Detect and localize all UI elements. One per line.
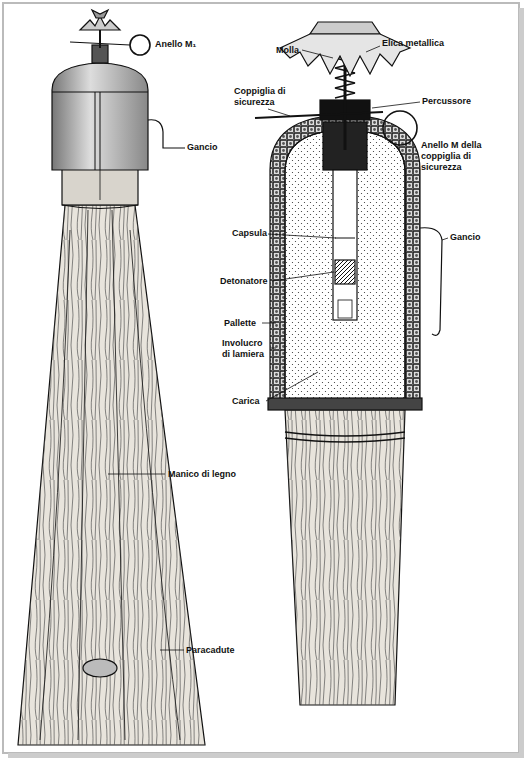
part-label: Anello M della coppiglia di sicurezza <box>421 140 513 173</box>
left-grenade <box>18 10 205 745</box>
part-label: Manico di legno <box>168 469 236 480</box>
part-label: Elica metallica <box>382 38 444 49</box>
part-label: Molla <box>276 45 299 56</box>
part-label: Anello M₁ <box>155 39 196 50</box>
part-label: Involucro di lamiera <box>222 338 272 360</box>
part-label: Pallette <box>224 318 256 329</box>
part-label: Coppiglia di sicurezza <box>234 86 296 108</box>
part-label: Gancio <box>450 232 481 243</box>
part-label: Carica <box>232 396 260 407</box>
section-view <box>255 22 448 705</box>
part-label: Percussore <box>422 96 471 107</box>
part-label: Capsula <box>232 228 267 239</box>
part-label: Paracadute <box>186 645 235 656</box>
part-label: Detonatore <box>220 276 268 287</box>
part-label: Gancio <box>187 142 218 153</box>
